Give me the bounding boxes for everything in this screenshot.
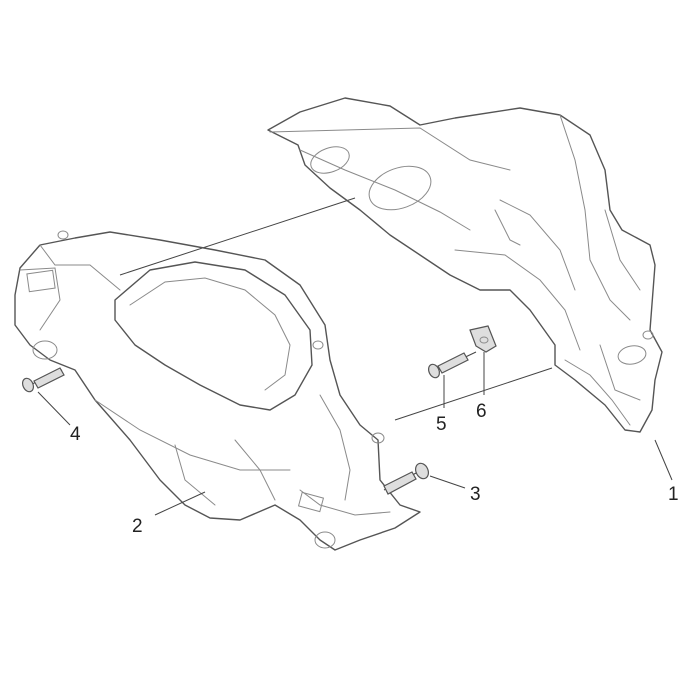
alignment-lines xyxy=(119,197,553,421)
callout-5: 5 xyxy=(436,414,447,435)
callout-3: 3 xyxy=(470,484,481,505)
callout-labels: 1 2 3 4 5 6 xyxy=(70,401,679,537)
callout-2: 2 xyxy=(132,516,143,537)
callout-6: 6 xyxy=(476,401,487,422)
callout-4: 4 xyxy=(70,424,81,445)
callout-leader-lines xyxy=(37,352,673,516)
part-6-clip-nut xyxy=(469,325,497,353)
part-5-screw xyxy=(427,351,477,379)
callout-1: 1 xyxy=(668,484,679,505)
part-1-upper-handlebar-cover xyxy=(267,97,663,433)
part-4-screw xyxy=(21,367,65,393)
part-2-front-handlebar-cover xyxy=(14,230,421,551)
part-3-screw xyxy=(383,462,430,495)
